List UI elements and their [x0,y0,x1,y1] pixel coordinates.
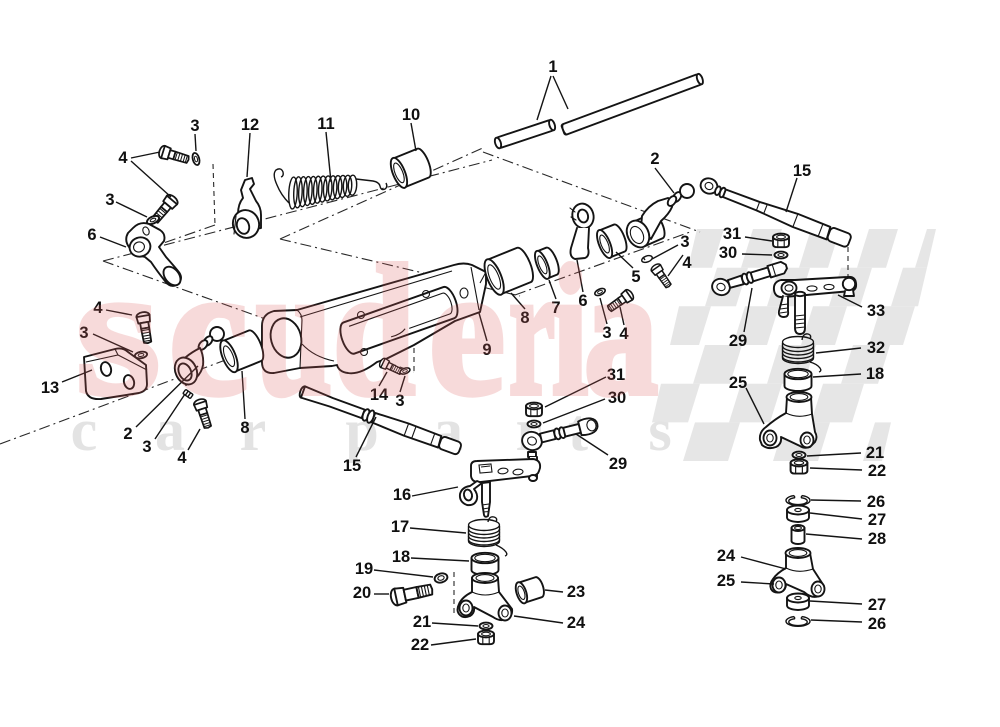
svg-text:1: 1 [548,58,557,76]
svg-text:2: 2 [650,150,659,168]
svg-text:8: 8 [240,419,249,437]
svg-text:33: 33 [867,302,885,320]
svg-text:9: 9 [482,341,491,359]
svg-text:18: 18 [392,548,410,566]
svg-text:s: s [648,397,671,463]
svg-text:17: 17 [391,518,409,536]
svg-text:s: s [76,228,160,434]
svg-text:15: 15 [793,162,811,180]
svg-text:12: 12 [241,116,259,134]
svg-text:22: 22 [868,462,886,480]
svg-text:d: d [333,228,415,434]
svg-text:31: 31 [607,366,625,384]
svg-text:24: 24 [717,547,736,565]
svg-text:11: 11 [317,115,334,133]
svg-text:7: 7 [551,299,560,317]
svg-text:10: 10 [402,106,420,124]
svg-text:4: 4 [118,149,128,167]
svg-text:3: 3 [105,191,114,209]
svg-text:22: 22 [411,636,429,654]
svg-text:28: 28 [868,530,886,548]
svg-text:29: 29 [729,332,747,350]
svg-text:25: 25 [717,572,735,590]
svg-text:29: 29 [609,455,627,473]
svg-text:3: 3 [680,233,689,251]
svg-text:26: 26 [867,493,885,511]
svg-text:25: 25 [729,374,747,392]
svg-text:3: 3 [190,117,199,135]
svg-text:27: 27 [868,511,886,529]
svg-text:6: 6 [578,292,587,310]
svg-text:4: 4 [682,254,692,272]
svg-text:31: 31 [723,225,741,243]
svg-text:u: u [256,228,332,434]
svg-text:13: 13 [41,379,59,397]
svg-text:3: 3 [395,392,404,410]
svg-text:14: 14 [370,386,389,404]
svg-text:26: 26 [868,615,886,633]
svg-text:27: 27 [868,596,886,614]
svg-text:3: 3 [142,438,151,456]
svg-text:5: 5 [631,268,640,286]
svg-text:4: 4 [93,299,103,317]
svg-text:15: 15 [343,457,361,475]
svg-text:18: 18 [866,365,884,383]
svg-text:4: 4 [619,325,629,343]
svg-text:8: 8 [520,309,529,327]
svg-text:32: 32 [867,339,885,357]
svg-text:c: c [71,397,98,463]
svg-text:21: 21 [413,613,431,631]
svg-text:a: a [584,228,658,434]
svg-text:3: 3 [602,324,611,342]
svg-text:2: 2 [123,425,132,443]
svg-text:24: 24 [567,614,586,632]
svg-text:a: a [155,397,185,463]
svg-text:i: i [552,228,588,434]
svg-text:3: 3 [79,324,88,342]
svg-text:30: 30 [719,244,737,262]
svg-text:21: 21 [866,444,884,462]
svg-text:20: 20 [353,584,371,602]
svg-text:23: 23 [567,583,585,601]
svg-text:c: c [169,228,248,434]
svg-text:16: 16 [393,486,411,504]
svg-text:e: e [429,228,505,434]
svg-text:4: 4 [177,449,187,467]
svg-text:r: r [509,228,555,434]
svg-text:30: 30 [608,389,626,407]
svg-text:19: 19 [355,560,373,578]
svg-text:6: 6 [87,226,96,244]
